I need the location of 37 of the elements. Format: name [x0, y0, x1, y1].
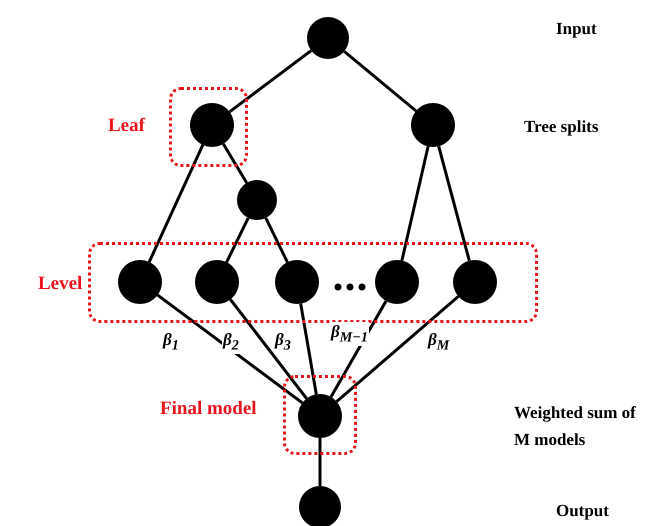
tree-node-circle	[195, 260, 239, 304]
connector-line	[228, 49, 312, 113]
edge-label: β$_{2}$	[222, 330, 240, 354]
connector-line	[343, 50, 418, 112]
tree-node-circle	[237, 180, 277, 220]
connector-line	[229, 298, 308, 400]
group-label: Leaf	[108, 115, 145, 137]
connector-line	[156, 294, 304, 404]
tree-node-circle	[118, 260, 162, 304]
connector-line	[437, 146, 471, 262]
connector-line	[299, 303, 318, 395]
group-label: Final model	[160, 398, 257, 420]
tree-node-circle	[190, 103, 234, 147]
tree-node-circle	[298, 394, 342, 438]
connector-line	[330, 300, 388, 398]
side-label: Weighted sum of M models	[514, 402, 637, 451]
dotted-highlight-frame	[169, 87, 248, 167]
tree-node-circle	[375, 260, 419, 304]
side-label: Tree splits	[524, 116, 598, 138]
connector-line	[400, 146, 430, 261]
connector-line	[336, 295, 460, 403]
dotted-highlight-frame	[283, 375, 357, 455]
group-label: Level	[38, 273, 82, 295]
dotted-highlight-frame	[88, 242, 538, 323]
tree-node-circle	[307, 17, 349, 59]
tree-node-circle	[299, 486, 341, 526]
side-label: Output	[556, 500, 609, 522]
connector-line	[318, 438, 322, 486]
edge-label: β$_{3}$	[274, 330, 292, 354]
connector-line	[148, 144, 204, 263]
tree-node-circle	[411, 103, 455, 147]
connector-line	[264, 217, 289, 263]
edge-label: β$_{M−1}$	[330, 322, 369, 346]
tree-node-circle	[275, 260, 319, 304]
tree-node-circle	[453, 260, 497, 304]
connector-line	[225, 217, 250, 263]
side-label: Input	[556, 18, 597, 40]
